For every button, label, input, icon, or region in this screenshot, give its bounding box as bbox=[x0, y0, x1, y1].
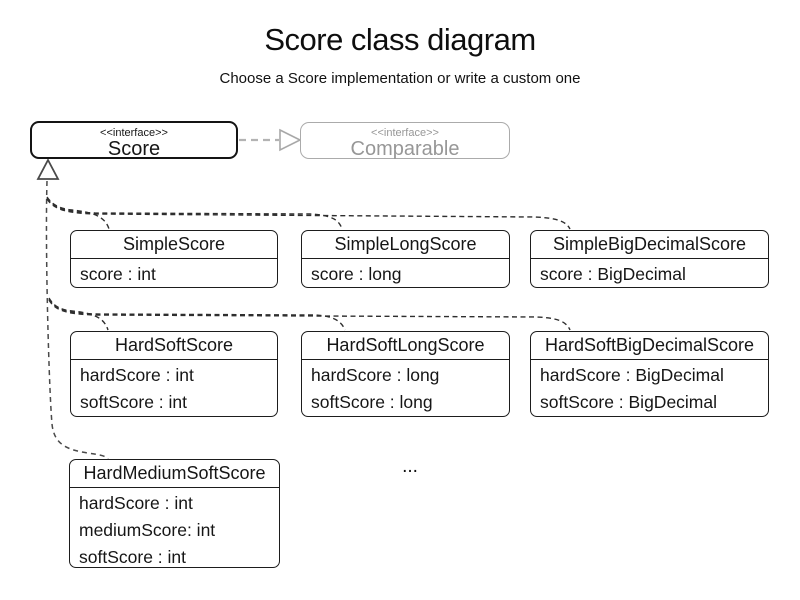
more-classes-ellipsis: ... bbox=[402, 456, 418, 477]
stereotype-label: <<interface>> bbox=[100, 127, 168, 139]
class-name: SimpleBigDecimalScore bbox=[531, 231, 768, 259]
page-title: Score class diagram bbox=[264, 22, 536, 57]
implements-edge-hardsoftlongscore bbox=[48, 298, 346, 331]
implements-edge-simplebigdecimalscore bbox=[46, 198, 571, 230]
class-attribute: hardScore : long bbox=[311, 365, 440, 385]
class-name: SimpleLongScore bbox=[302, 231, 509, 259]
stereotype-label: <<interface>> bbox=[371, 127, 439, 139]
implements-edge-hardsoftscore bbox=[48, 297, 109, 331]
class-attribute: mediumScore: int bbox=[79, 520, 216, 540]
class-attribute: hardScore : int bbox=[79, 493, 193, 513]
implements-edge-simplescore bbox=[46, 196, 110, 230]
implements-edge-simplelongscore bbox=[46, 197, 343, 230]
class-attribute: hardScore : BigDecimal bbox=[540, 365, 724, 385]
class-name: SimpleScore bbox=[71, 231, 277, 259]
class-name: HardMediumSoftScore bbox=[70, 460, 279, 488]
interface-name: Score bbox=[107, 138, 161, 160]
class-node-hardsoftscore: HardSoftScore hardScore : int softScore … bbox=[70, 331, 278, 417]
page-subtitle: Choose a Score implementation or write a… bbox=[219, 70, 581, 87]
class-attribute: score : long bbox=[311, 264, 402, 284]
class-attribute: softScore : long bbox=[311, 392, 433, 412]
interface-name: Comparable bbox=[350, 138, 460, 160]
implements-arrowhead-icon bbox=[36, 158, 60, 180]
class-attribute: softScore : BigDecimal bbox=[540, 392, 718, 412]
class-node-simplebigdecimalscore: SimpleBigDecimalScore score : BigDecimal bbox=[530, 230, 769, 288]
class-attribute: score : BigDecimal bbox=[540, 264, 686, 284]
interface-node-score: <<interface>> Score bbox=[30, 121, 238, 159]
class-node-simplelongscore: SimpleLongScore score : long bbox=[301, 230, 510, 288]
class-node-hardsoftlongscore: HardSoftLongScore hardScore : long softS… bbox=[301, 331, 510, 417]
class-attribute: softScore : int bbox=[79, 547, 186, 567]
extends-arrowhead-icon bbox=[279, 128, 302, 152]
implements-edge-hardsoftbigdecimalscore bbox=[48, 299, 571, 331]
class-node-simplescore: SimpleScore score : int bbox=[70, 230, 278, 288]
class-name: HardSoftBigDecimalScore bbox=[531, 332, 768, 360]
class-node-hardmediumsoftscore: HardMediumSoftScore hardScore : int medi… bbox=[69, 459, 280, 568]
class-name: HardSoftScore bbox=[71, 332, 277, 360]
implements-edge-hardmediumsoftscore bbox=[45, 180, 109, 460]
class-name: HardSoftLongScore bbox=[302, 332, 509, 360]
class-attribute: hardScore : int bbox=[80, 365, 194, 385]
class-node-hardsoftbigdecimalscore: HardSoftBigDecimalScore hardScore : BigD… bbox=[530, 331, 769, 417]
interface-node-comparable: <<interface>> Comparable bbox=[300, 122, 510, 159]
class-attribute: softScore : int bbox=[80, 392, 187, 412]
class-attribute: score : int bbox=[80, 264, 156, 284]
